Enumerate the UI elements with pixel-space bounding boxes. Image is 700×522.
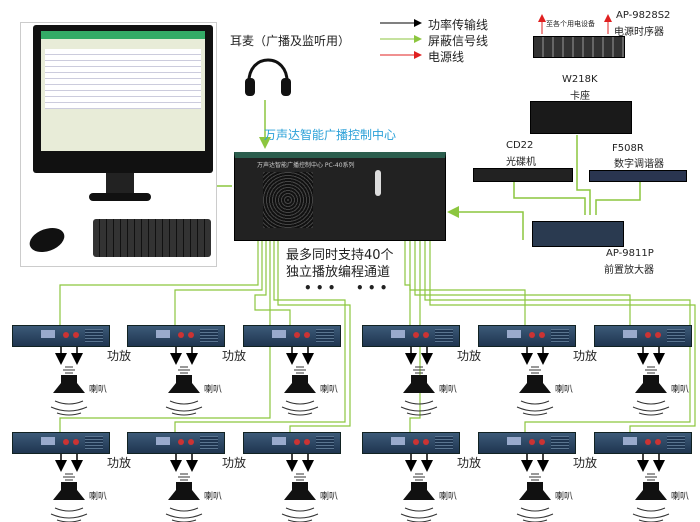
cd-model: CD22 bbox=[506, 140, 534, 151]
pc-workstation bbox=[20, 22, 217, 267]
cd-name: 光碟机 bbox=[506, 157, 536, 168]
amplifier-label: 功放 bbox=[107, 349, 132, 363]
power-sequencer bbox=[533, 36, 625, 58]
power-amplifier bbox=[243, 432, 341, 454]
speaker-label: 喇叭 bbox=[671, 492, 690, 502]
digital-tuner bbox=[589, 170, 687, 182]
speaker-label: 喇叭 bbox=[555, 492, 574, 502]
control-center-title: 万声达智能广播控制中心 bbox=[264, 128, 397, 142]
amplifier-label: 功放 bbox=[573, 456, 598, 470]
tuner-model: F508R bbox=[612, 143, 644, 154]
cd-player bbox=[473, 168, 573, 182]
monitor-base bbox=[89, 193, 151, 201]
amplifier-label: 功放 bbox=[222, 349, 247, 363]
legend-mains-line: 电源线 bbox=[428, 50, 465, 64]
speaker-label: 喇叭 bbox=[439, 492, 458, 502]
power-amplifier bbox=[478, 325, 576, 347]
speaker-icon bbox=[516, 366, 554, 416]
sequencer-model: AP-9828S2 bbox=[616, 10, 671, 21]
speaker-label: 喇叭 bbox=[555, 385, 574, 395]
speaker-icon bbox=[281, 473, 319, 522]
power-amplifier bbox=[127, 432, 225, 454]
keyboard bbox=[93, 219, 211, 257]
speaker-icon bbox=[632, 366, 670, 416]
capacity-line-2: 独立播放编程通道 bbox=[286, 265, 391, 280]
speaker-label: 喇叭 bbox=[89, 492, 108, 502]
amplifier-label: 功放 bbox=[457, 456, 482, 470]
power-amplifier bbox=[127, 325, 225, 347]
speaker-icon bbox=[516, 473, 554, 522]
speaker-icon bbox=[165, 366, 203, 416]
headset-icon bbox=[245, 58, 291, 96]
ellipsis-left: • • • bbox=[304, 281, 336, 295]
cassette-model: W218K bbox=[562, 74, 598, 85]
power-amplifier bbox=[243, 325, 341, 347]
power-amplifier bbox=[362, 432, 460, 454]
key-lock-icon bbox=[375, 170, 381, 196]
cassette-name: 卡座 bbox=[570, 91, 590, 102]
amplifier-label: 功放 bbox=[457, 349, 482, 363]
preamp-name: 前置放大器 bbox=[604, 265, 654, 276]
speaker-label: 喇叭 bbox=[439, 385, 458, 395]
ellipsis-right: • • • bbox=[356, 281, 388, 295]
speaker-label: 喇叭 bbox=[204, 492, 223, 502]
speaker-label: 喇叭 bbox=[320, 492, 339, 502]
amplifier-label: 功放 bbox=[573, 349, 598, 363]
cassette-deck bbox=[530, 101, 632, 134]
power-amplifier bbox=[478, 432, 576, 454]
preamp-model: AP-9811P bbox=[606, 248, 654, 259]
monitor bbox=[33, 25, 213, 173]
power-amplifier bbox=[12, 325, 110, 347]
power-amplifier bbox=[594, 432, 692, 454]
speaker-label: 喇叭 bbox=[320, 385, 339, 395]
speaker-label: 喇叭 bbox=[89, 385, 108, 395]
speaker-icon bbox=[50, 366, 88, 416]
power-amplifier bbox=[12, 432, 110, 454]
speaker-icon bbox=[50, 473, 88, 522]
speaker-icon bbox=[400, 473, 438, 522]
speaker-label: 喇叭 bbox=[671, 385, 690, 395]
sequencer-note: 至各个用电设备 bbox=[546, 20, 595, 28]
preamplifier bbox=[532, 221, 624, 247]
monitor-stand bbox=[106, 173, 134, 193]
mouse bbox=[26, 223, 68, 257]
legend-signal-line: 屏蔽信号线 bbox=[428, 34, 489, 48]
speaker-icon bbox=[400, 366, 438, 416]
headset-label: 耳麦（广播及监听用） bbox=[230, 34, 351, 48]
tuner-name: 数字调谐器 bbox=[614, 159, 664, 170]
monitor-screen bbox=[41, 31, 205, 151]
fan-grill bbox=[263, 172, 313, 228]
speaker-label: 喇叭 bbox=[204, 385, 223, 395]
capacity-line-1: 最多同时支持40个 bbox=[286, 248, 394, 263]
amplifier-label: 功放 bbox=[222, 456, 247, 470]
legend-power-line: 功率传输线 bbox=[428, 18, 489, 32]
power-amplifier bbox=[594, 325, 692, 347]
speaker-icon bbox=[632, 473, 670, 522]
amplifier-label: 功放 bbox=[107, 456, 132, 470]
power-amplifier bbox=[362, 325, 460, 347]
control-center-chassis: 万声达智能广播控制中心 PC-40系列 bbox=[234, 152, 446, 241]
sequencer-name: 电源时序器 bbox=[614, 27, 664, 38]
chassis-label: 万声达智能广播控制中心 PC-40系列 bbox=[257, 162, 355, 169]
speaker-icon bbox=[281, 366, 319, 416]
speaker-icon bbox=[165, 473, 203, 522]
